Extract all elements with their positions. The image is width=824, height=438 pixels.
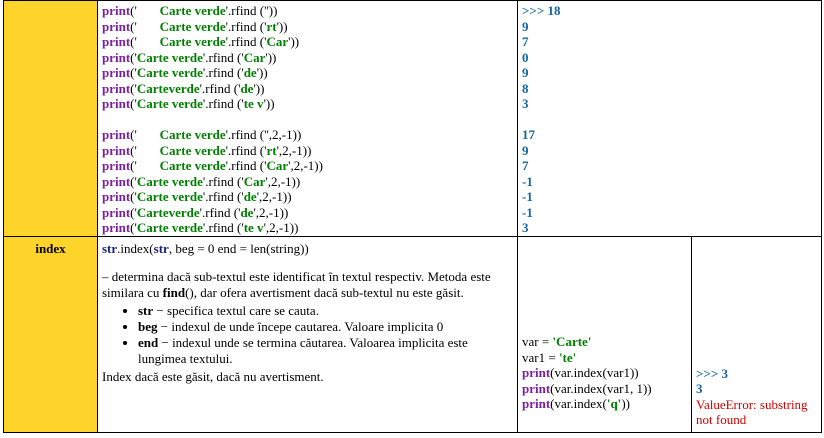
output-value: 7 <box>522 158 529 173</box>
index-return-note: Index dacă este găsit, dacă nu avertisme… <box>102 368 324 384</box>
code-line: print(' Carte verde'.rfind ('Car')) <box>102 34 300 49</box>
rfind-row: print(' Carte verde'.rfind (''))print(' … <box>3 0 823 237</box>
output-value: 8 <box>522 80 529 96</box>
rfind-code-group-1: print(' Carte verde'.rfind (''))print(' … <box>102 3 513 112</box>
code-line: print('Carte verde'.rfind ('Car')) <box>102 49 277 65</box>
code-line: print('Carteverde'.rfind ('de')) <box>102 80 265 96</box>
code-line-5: print(var.index('q')) <box>522 396 630 411</box>
code-line: print('Carte verde'.rfind ('de',2,-1)) <box>102 189 292 204</box>
index-output-cell: >>> 3 3 ValueError: substring not found <box>690 235 823 433</box>
output-value: -1 <box>522 173 533 189</box>
output-value: 9 <box>522 65 529 80</box>
rfind-code-group-2: print(' Carte verde'.rfind ('',2,-1))pri… <box>102 127 513 236</box>
output-value: >>> 18 <box>522 3 561 18</box>
index-code-cell: var = 'Carte' var1 = 'te' print(var.inde… <box>517 235 692 433</box>
output-value: 9 <box>522 18 529 34</box>
code-line: print('Carte verde'.rfind ('te v')) <box>102 96 275 111</box>
code-line: print(' Carte verde'.rfind ('',2,-1)) <box>102 127 302 142</box>
index-description: – determina dacă sub-textul este identif… <box>102 268 491 300</box>
index-error-message: ValueError: substring not found <box>696 396 808 428</box>
code-line: print(' Carte verde'.rfind ('Car',2,-1)) <box>102 158 323 173</box>
code-line: print('Carte verde'.rfind ('Car',2,-1)) <box>102 173 301 189</box>
param-item-str: str − specifica textul care se cauta. <box>138 303 513 319</box>
output-value: 17 <box>522 127 535 142</box>
code-line-4: print(var.index(var1, 1)) <box>522 380 652 396</box>
code-line: print('Carte verde'.rfind ('de')) <box>102 65 268 80</box>
code-line: print(' Carte verde'.rfind ('')) <box>102 3 278 18</box>
method-name-index: index <box>3 235 98 433</box>
output-value: 0 <box>522 49 529 65</box>
code-line-2: var1 = 'te' <box>522 349 577 365</box>
code-line-3: print(var.index(var1)) <box>522 365 639 380</box>
output-value: 3 <box>522 96 529 111</box>
index-params-list: str − specifica textul care se cauta. be… <box>102 303 513 367</box>
param-item-end: end − indexul unde se termina căutarea. … <box>138 335 513 367</box>
methods-table: print(' Carte verde'.rfind (''))print(' … <box>3 0 823 433</box>
index-description-cell: str.index(str, beg = 0 end = len(string)… <box>97 235 518 433</box>
index-signature: str.index(str, beg = 0 end = len(string)… <box>102 240 309 256</box>
output-value: 3 <box>522 220 529 235</box>
index-output-2: 3 <box>696 381 703 396</box>
code-line-1: var = 'Carte' <box>522 334 592 349</box>
output-value: -1 <box>522 189 533 204</box>
code-line: print('Carte verde'.rfind ('te v',2,-1)) <box>102 220 299 235</box>
index-output-1: >>> 3 <box>696 365 728 381</box>
param-item-beg: beg − indexul de unde începe cautarea. V… <box>138 319 513 335</box>
rfind-name-cell <box>3 0 98 237</box>
code-line: print(' Carte verde'.rfind ('rt')) <box>102 18 288 34</box>
output-value: -1 <box>522 204 533 220</box>
rfind-code-cell: print(' Carte verde'.rfind (''))print(' … <box>97 0 518 237</box>
output-value: 7 <box>522 34 529 49</box>
code-line: print('Carteverde'.rfind ('de',2,-1)) <box>102 204 289 220</box>
index-row: index str.index(str, beg = 0 end = len(s… <box>3 235 823 433</box>
code-line: print(' Carte verde'.rfind ('rt',2,-1)) <box>102 142 312 158</box>
output-value: 9 <box>522 142 529 158</box>
